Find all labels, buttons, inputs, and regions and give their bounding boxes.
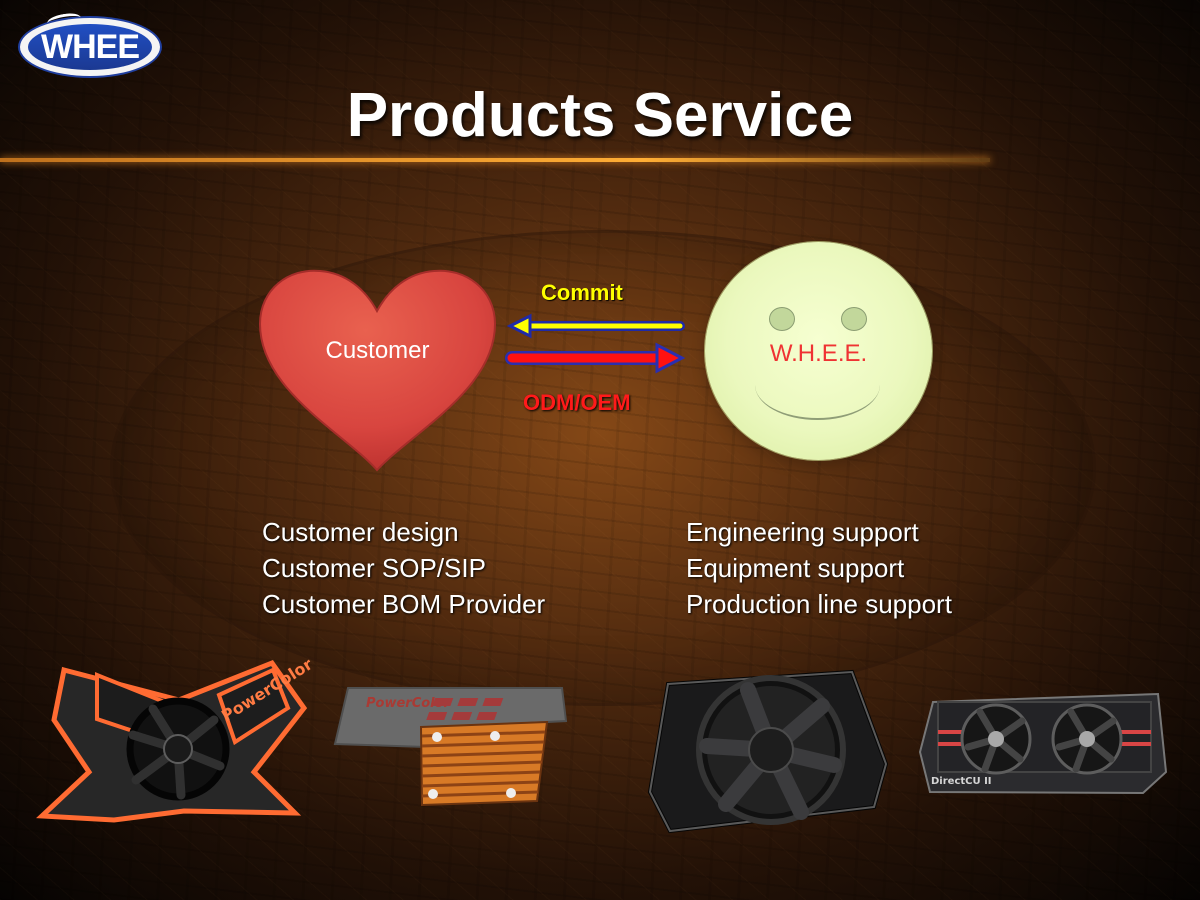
page-title: Products Service [346,81,854,150]
heatsink-cooler-icon: PowerColor [333,687,568,807]
customer-label: Customer [325,337,430,364]
title-divider [0,158,990,162]
customer-service-item: Customer BOM Provider [262,589,546,619]
graphics-cooler-image-2: PowerColor [333,685,568,810]
whee-service-list: Engineering support Equipment support Pr… [686,514,952,622]
odm-oem-label: ODM/OEM [523,390,631,415]
logo-text: WHEE [28,24,152,70]
dual-fan-cooler-icon: DirectCU II [918,692,1168,795]
commit-odm-arrows [505,313,686,374]
left-eye-icon [769,307,795,331]
whee-service-item: Equipment support [686,553,905,583]
customer-service-item: Customer SOP/SIP [262,553,486,583]
smile-icon [755,350,880,420]
right-eye-icon [841,307,867,331]
whee-label: W.H.E.E. [769,340,868,367]
whee-service-item: Engineering support [686,517,919,547]
powercolor-label-2: PowerColor [366,696,452,711]
customer-service-list: Customer design Customer SOP/SIP Custome… [262,514,545,622]
odm-oem-arrow-icon [505,342,686,374]
directcu-label: DirectCU II [931,776,992,787]
commit-label: Commit [541,280,623,305]
customer-heart-icon [250,265,505,475]
commit-arrow-icon [506,313,685,339]
whee-smiley-icon [705,242,932,460]
graphics-cooler-image-3 [647,668,890,834]
red-fan-cooler-icon: PowerColor [36,654,316,823]
customer-service-item: Customer design [262,517,459,547]
heart-shape-icon [258,269,497,472]
whee-service-item: Production line support [686,589,952,619]
graphics-cooler-image-4: DirectCU II [918,692,1168,797]
black-fan-cooler-icon [647,669,889,834]
graphics-cooler-image-1: PowerColor [36,654,316,823]
company-logo: WHEE [20,11,160,76]
